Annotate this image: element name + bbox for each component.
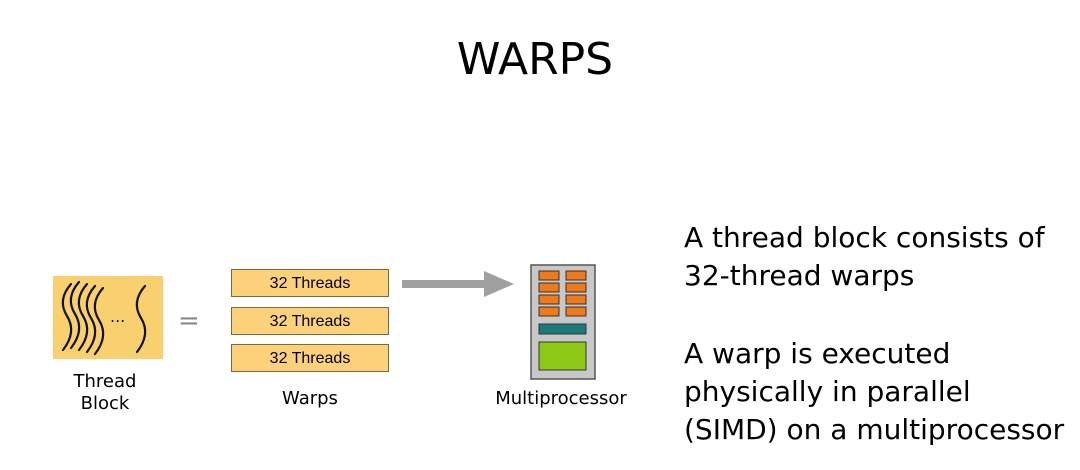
equals-sign: = bbox=[178, 306, 200, 336]
desc-p2-line2: physically in parallel bbox=[684, 375, 971, 408]
desc-p1-line1: A thread block consists of bbox=[684, 221, 1045, 254]
warps-label: Warps bbox=[282, 388, 338, 409]
thread-block-box: ... bbox=[53, 276, 163, 359]
thread-block-label: Thread Block bbox=[48, 371, 162, 415]
description-paragraph-2: A warp is executed physically in paralle… bbox=[684, 335, 1080, 449]
multiprocessor-icon bbox=[530, 264, 596, 380]
slide-title: WARPS bbox=[456, 34, 614, 85]
warp-box-2: 32 Threads bbox=[231, 307, 389, 335]
desc-p1-line2: 32-thread warps bbox=[684, 259, 915, 292]
thread-block-label-line1: Thread bbox=[73, 371, 137, 392]
thread-ellipsis: ... bbox=[110, 307, 125, 326]
warp-box-1: 32 Threads bbox=[231, 269, 389, 297]
desc-p2-line3: (SIMD) on a multiprocessor bbox=[684, 413, 1065, 446]
right-arrow-icon bbox=[402, 271, 514, 297]
multiprocessor-label: Multiprocessor bbox=[495, 388, 627, 409]
desc-p2-line1: A warp is executed bbox=[684, 337, 951, 370]
thread-block-label-line2: Block bbox=[80, 393, 130, 414]
description-paragraph-1: A thread block consists of 32-thread war… bbox=[684, 219, 1080, 295]
thread-squiggles-icon: ... bbox=[61, 280, 147, 356]
warp-box-3: 32 Threads bbox=[231, 344, 389, 372]
